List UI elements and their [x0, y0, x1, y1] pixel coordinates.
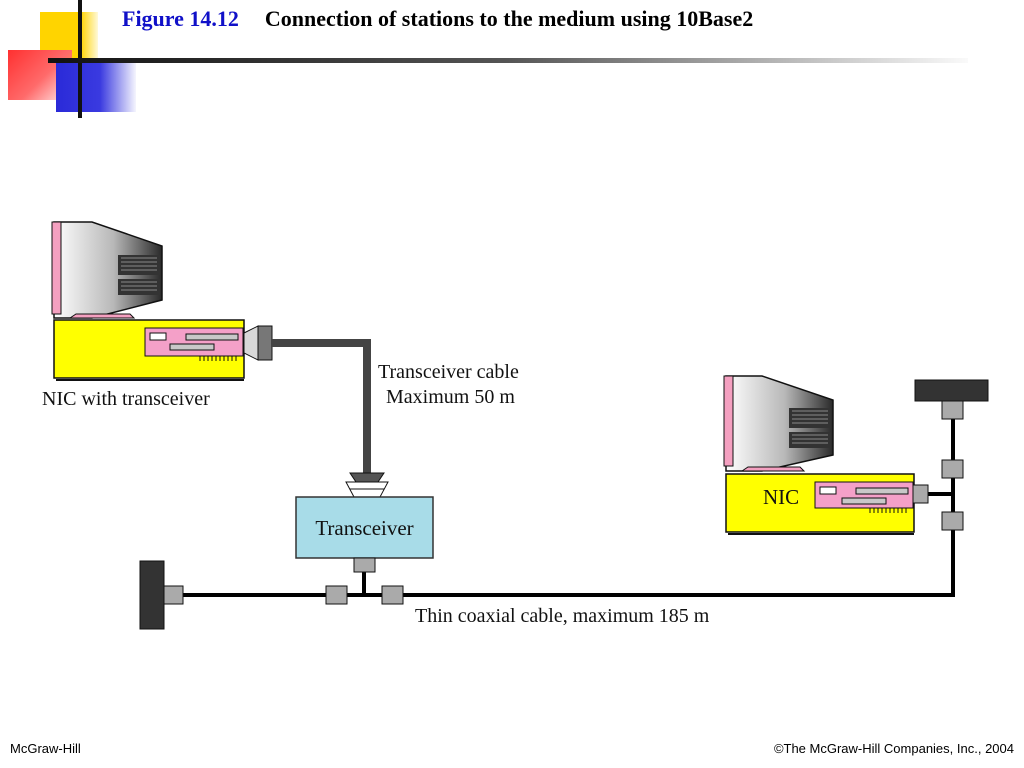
right-terminator [914, 379, 989, 420]
left-nic-card [144, 327, 244, 361]
transceiver-label: Transceiver [315, 516, 413, 540]
right-station-label: NIC [763, 485, 799, 509]
left-computer [51, 221, 273, 381]
right-t-connector [928, 459, 964, 531]
left-terminator [139, 560, 184, 630]
transceiver-cable-max-label: Maximum 50 m [386, 386, 515, 408]
figure-caption: Connection of stations to the medium usi… [264, 6, 754, 31]
footer-copyright: ©The McGraw-Hill Companies, Inc., 2004 [773, 741, 1014, 756]
decor-horizontal-rule [48, 58, 968, 63]
decor-blue-square [56, 62, 136, 112]
transceiver-t-connector [325, 557, 404, 605]
left-station-label: NIC with transceiver [42, 388, 210, 410]
slide-title: Figure 14.12 Connection of stations to th… [122, 6, 753, 32]
transceiver-cable-label: Transceiver cable [378, 361, 519, 383]
figure-number: Figure 14.12 [122, 6, 239, 31]
left-monitor-vent [118, 255, 160, 295]
left-transceiver-connector [243, 325, 273, 361]
right-nic-card [814, 481, 914, 513]
transceiver-top-connector [345, 472, 389, 498]
right-computer [723, 375, 929, 535]
right-monitor [723, 375, 834, 472]
transceiver-cable [272, 339, 371, 473]
right-monitor-vent [789, 408, 831, 448]
footer-publisher: McGraw-Hill [10, 741, 81, 756]
transceiver-box [295, 496, 434, 559]
coaxial-cable-label: Thin coaxial cable, maximum 185 m [415, 605, 710, 627]
left-monitor [51, 221, 163, 319]
right-nic-connector [912, 484, 929, 504]
